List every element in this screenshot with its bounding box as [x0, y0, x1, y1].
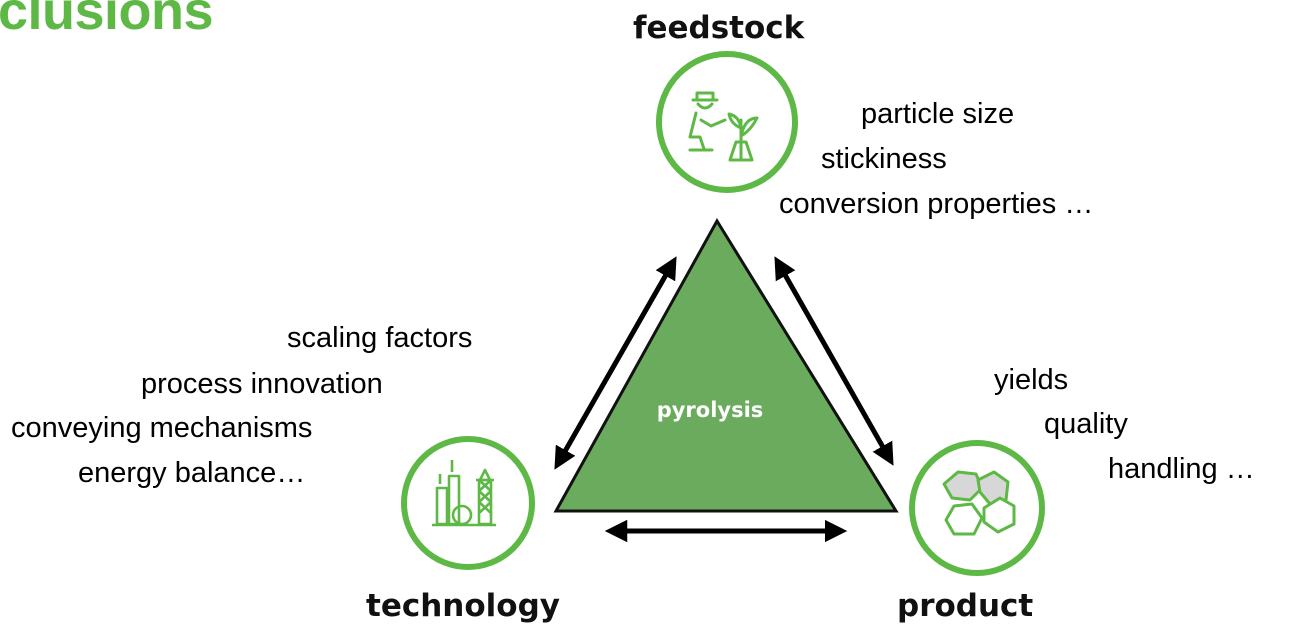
- feedstock-property: conversion properties …: [779, 188, 1094, 220]
- farmer-planting-icon: [688, 91, 759, 162]
- product-property: yields: [994, 364, 1069, 396]
- pyrolysis-label: pyrolysis: [657, 398, 764, 422]
- technology-label: technology: [366, 588, 560, 624]
- technology-property: process innovation: [141, 368, 383, 400]
- char-pellets-icon: [942, 470, 1016, 536]
- feedstock-property: stickiness: [821, 143, 947, 175]
- feedstock-label: feedstock: [633, 10, 805, 46]
- arrow-feedstock-product: [774, 256, 894, 466]
- industrial-plant-icon: [432, 460, 496, 527]
- technology-property: energy balance…: [78, 457, 306, 489]
- arrow-feedstock-technology: [554, 256, 677, 470]
- product-property: handling …: [1108, 453, 1255, 485]
- pyrolysis-triangle: [553, 218, 899, 513]
- technology-node: [401, 436, 535, 570]
- technology-property: conveying mechanisms: [11, 412, 313, 444]
- feedstock-node: [656, 51, 798, 193]
- product-property: quality: [1044, 408, 1128, 440]
- product-node: [909, 440, 1045, 576]
- product-label: product: [897, 588, 1034, 624]
- feedstock-property: particle size: [861, 98, 1015, 130]
- technology-property: scaling factors: [287, 322, 473, 354]
- slide-title: clusions: [0, 0, 214, 41]
